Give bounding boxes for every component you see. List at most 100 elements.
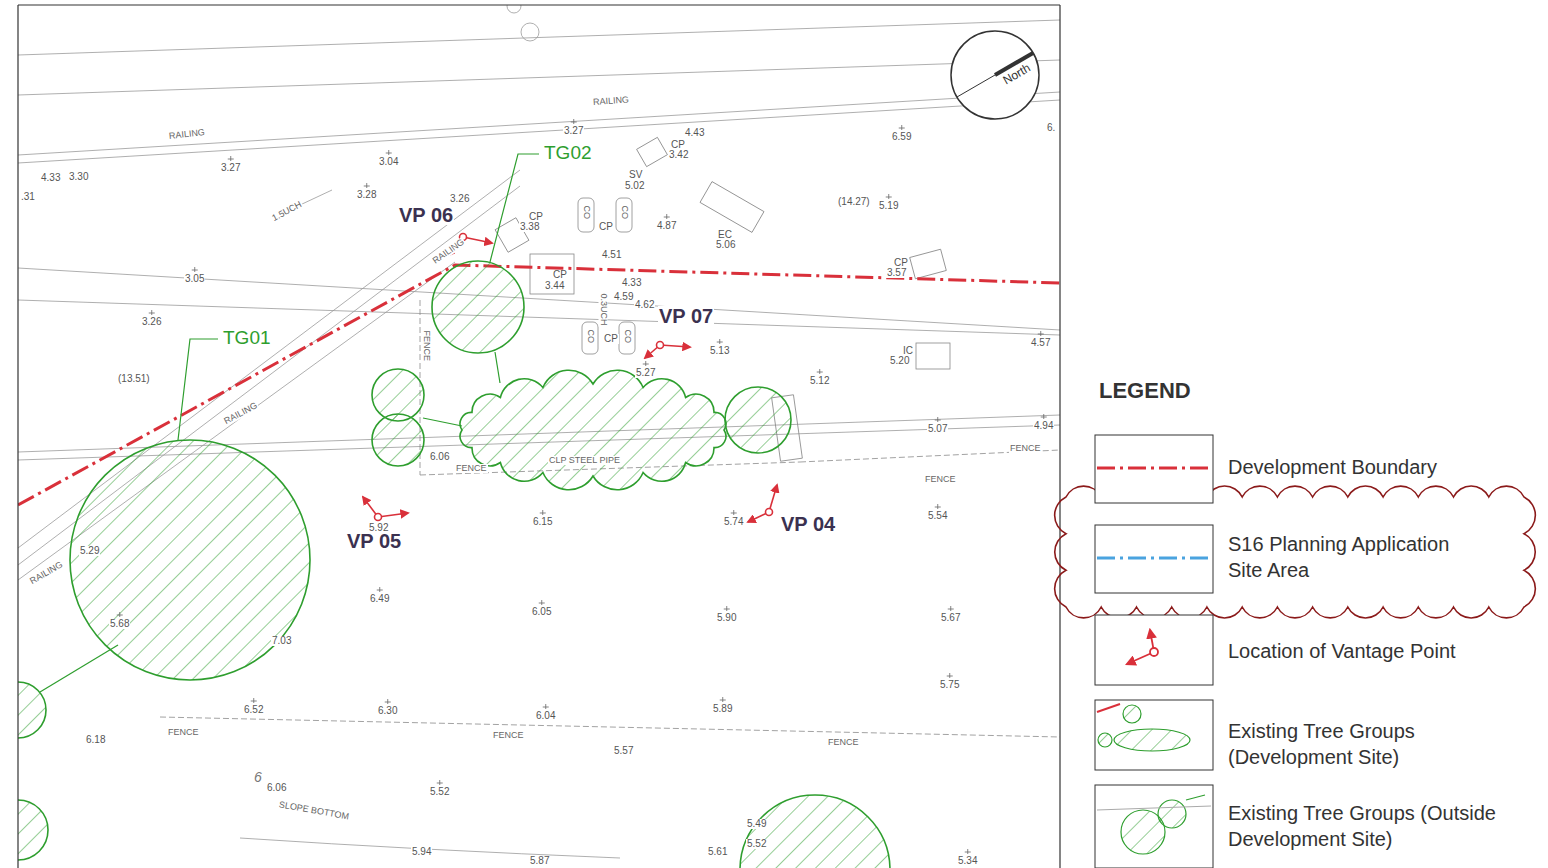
spot-level-mark [437,780,443,785]
road-line [521,23,539,41]
spot-level: 4.43 [684,128,705,138]
tree-group [18,800,48,860]
spot-level: 6.52 [243,705,264,715]
tree-sample [1097,704,1120,712]
feature-label: FENCE [924,475,957,484]
spot-level: 4.59 [613,292,634,302]
spot-level-mark [965,849,971,854]
tree-sample [1097,704,1211,854]
spot-level-mark [724,606,730,611]
vantage-point-label: VP 06 [398,205,454,225]
feature-label: CO [582,205,591,221]
spot-level: 6.30 [377,706,398,716]
map-frame [17,5,18,868]
spot-level: CP [528,212,544,222]
feature-label: FENCE [827,738,860,747]
spot-level-mark [149,310,155,315]
spot-level: 5.61 [707,847,728,857]
spot-level: EC [717,230,733,240]
spot-level: 3.57 [886,268,907,278]
spot-level-mark [935,417,941,422]
spot-level-mark [228,156,234,161]
feature-label: 1.5UCH [270,200,304,224]
legend-text: Development Boundary [1228,454,1437,480]
feature-label: FENCE [422,330,431,363]
north-label: North [1000,61,1033,87]
spot-level-mark [947,673,953,678]
vantage-point-sample [1150,648,1158,656]
spot-level-mark [717,339,723,344]
spot-level: 3.42 [668,150,689,160]
map-content [18,5,1060,868]
spot-level: 3.27 [220,163,241,173]
legend-heading: LEGEND [1098,380,1192,402]
spot-level-mark [886,194,892,199]
tree-sample [1158,800,1186,828]
utility-box [578,198,594,232]
tree-group [432,261,524,353]
spot-level: CP [893,258,909,268]
legend-cloud [1055,486,1536,618]
spot-level-mark [192,267,198,272]
utility-box [530,254,574,294]
feature-label: SLOPE BOTTOM [277,800,350,822]
tree-group-label: TG01 [222,328,272,347]
spot-level-mark [948,606,954,611]
spot-level: 4.87 [656,221,677,231]
feature-label: CO [620,205,629,221]
vantage-point-label: VP 04 [780,514,836,534]
spot-level-mark [817,369,823,374]
spot-level: 3.28 [356,190,377,200]
vantage-point [766,509,773,516]
spot-level: 6.04 [535,711,556,721]
vantage-point [375,514,382,521]
tree-leader-line [40,154,539,692]
tree-sample [1123,705,1141,723]
road-line [18,20,1060,55]
spot-level-mark [571,119,577,124]
spot-level: 5.54 [927,511,948,521]
spot-level: 3.30 [68,172,89,182]
vantage-point-sample [1127,630,1158,664]
tree-leader-line [40,645,118,692]
spot-level: 5.49 [746,819,767,829]
utility-box [582,322,598,354]
contour-number: 6 [253,770,263,784]
spot-level: CP [603,334,619,344]
spot-level: IC [902,346,914,356]
spot-level: 3.26 [141,317,162,327]
spot-level-mark [117,612,123,617]
legend-box [1095,700,1213,770]
spot-level: CP [670,140,686,150]
spot-level-mark [364,183,370,188]
spot-level: 5.52 [746,839,767,849]
spot-level-mark [720,697,726,702]
vantage-point [363,234,777,523]
spot-level: 6.05 [531,607,552,617]
legend-sample [1055,435,1536,868]
utility-box [619,322,635,354]
vantage-point [378,513,408,517]
spot-level: 4.94 [1033,421,1054,431]
north-arrow [951,31,1039,119]
utility-box [637,137,668,166]
spot-level: 3.26 [449,194,470,204]
utility-box [616,198,632,232]
vantage-point-label: VP 05 [346,531,402,551]
spot-level: 5.34 [957,856,978,866]
map-frame [1059,5,1060,868]
spot-level-mark [1041,414,1047,419]
spot-level-mark [251,698,257,703]
spot-level: 5.27 [635,368,656,378]
tree-sample [1114,729,1190,751]
spot-level-mark [643,361,649,366]
road-line [18,268,1060,330]
tree-sample [1186,795,1205,800]
feature-label: RAILING [430,237,466,266]
spot-level: 5.29 [79,546,100,556]
feature-label: 0.3UCH [599,293,608,327]
spot-level: 6.18 [85,735,106,745]
map-frame [18,5,1060,868]
spot-level: 5.90 [716,613,737,623]
